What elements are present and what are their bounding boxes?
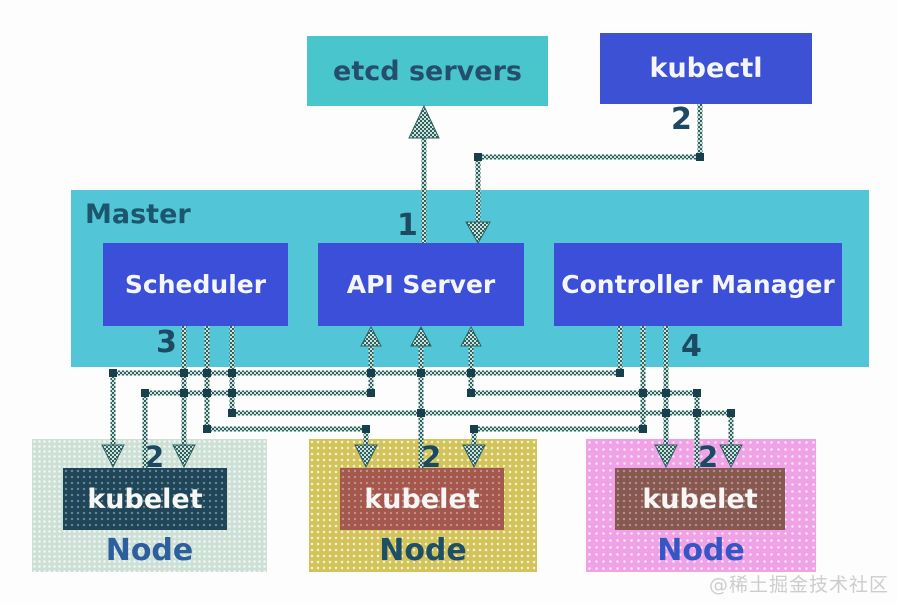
scheduler-label: Scheduler	[124, 270, 267, 299]
junction-dot	[662, 409, 670, 417]
arrowhead-up-icon	[460, 325, 482, 347]
kubectl-box: kubectl	[600, 33, 812, 104]
junction-dot	[693, 389, 701, 397]
connector-kubectl-to-api-server	[475, 104, 703, 238]
junction-dot	[417, 369, 425, 377]
api-server-box: API Server	[318, 243, 524, 326]
junction-dot	[228, 369, 236, 377]
arrowhead-down-icon	[101, 444, 125, 469]
junction-dot	[367, 369, 375, 377]
node3-label: Node	[657, 533, 745, 568]
junction-dot	[109, 369, 117, 377]
api-server-label: API Server	[346, 270, 496, 299]
master-panel: Master Scheduler API Server Controller M…	[71, 190, 869, 367]
junction-dot	[639, 425, 647, 433]
junction-dot	[639, 389, 647, 397]
connector-kubelet1-to-api-server	[142, 332, 374, 468]
junction-dot	[696, 153, 704, 161]
junction-dot	[228, 409, 236, 417]
node1-step-badge: 2	[144, 440, 165, 474]
step-label-1: 1	[397, 208, 418, 243]
kubectl-label: kubectl	[649, 53, 763, 84]
kubelet2-label: kubelet	[364, 483, 480, 515]
junction-dot	[616, 369, 624, 377]
connector-controller-mgr-to-node1	[110, 326, 623, 461]
controller-manager-label: Controller Manager	[561, 270, 835, 299]
junction-dot	[228, 389, 236, 397]
node1-label: Node	[105, 533, 194, 568]
connector-kubelet3-to-api-server	[468, 332, 700, 468]
arrowhead-down-icon	[172, 444, 196, 469]
node3-step-badge: 2	[698, 440, 719, 474]
node-panel-1: 2 kubelet Node	[32, 439, 267, 572]
arrowhead-down-icon	[719, 444, 743, 469]
junction-dot	[180, 369, 188, 377]
junction-dot	[141, 389, 149, 397]
kubelet-box-2: kubelet	[340, 468, 504, 530]
arrowhead-down-icon	[654, 444, 678, 469]
node2-step-badge: 2	[421, 440, 442, 474]
junction-dot	[203, 369, 211, 377]
junction-dot	[467, 369, 475, 377]
junction-dot	[203, 389, 211, 397]
arrowhead-down-icon	[462, 444, 486, 469]
junction-dot	[662, 389, 670, 397]
watermark: @稀土掘金技术社区	[708, 574, 889, 596]
step-label-4: 4	[681, 329, 702, 364]
junction-dot	[362, 425, 370, 433]
junction-dot	[367, 389, 375, 397]
kubelet-box-1: kubelet	[63, 468, 227, 530]
junction-dot	[727, 409, 735, 417]
arrowhead-up-icon	[408, 104, 440, 139]
junction-dot	[474, 153, 482, 161]
junction-dot	[467, 389, 475, 397]
master-title: Master	[85, 199, 191, 230]
step-label-2: 2	[671, 102, 692, 137]
arrowhead-down-icon	[465, 221, 491, 245]
scheduler-box: Scheduler	[103, 243, 288, 326]
etcd-servers-label: etcd servers	[333, 55, 522, 87]
arrowhead-up-icon	[360, 325, 382, 347]
kubelet-box-3: kubelet	[615, 468, 785, 530]
junction-dot	[203, 425, 211, 433]
node-panel-2: 2 kubelet Node	[309, 439, 537, 572]
etcd-servers-box: etcd servers	[307, 36, 548, 106]
junction-dot	[417, 409, 425, 417]
arrowhead-down-icon	[354, 444, 378, 469]
junction-dot	[180, 389, 188, 397]
controller-manager-box: Controller Manager	[554, 243, 842, 326]
node-panel-3: 2 kubelet Node	[586, 439, 816, 572]
kubelet1-label: kubelet	[87, 483, 203, 515]
node2-label: Node	[379, 533, 467, 568]
junction-dot	[470, 425, 478, 433]
step-label-3: 3	[156, 325, 177, 360]
kubelet3-label: kubelet	[642, 483, 758, 515]
junction-dot	[693, 409, 701, 417]
arrowhead-up-icon	[410, 325, 432, 347]
